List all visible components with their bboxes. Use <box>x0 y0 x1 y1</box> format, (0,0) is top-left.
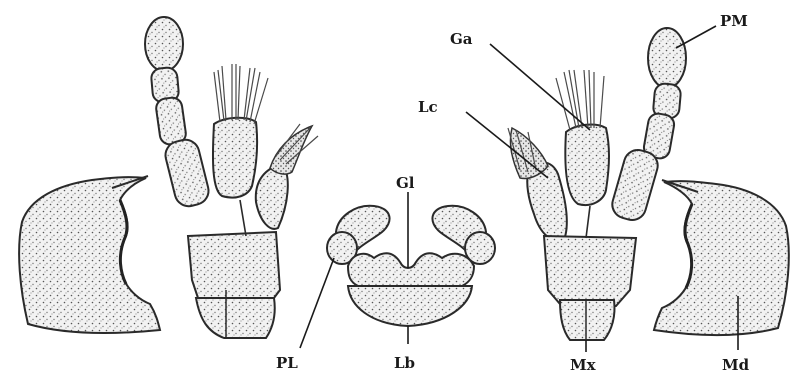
labium <box>327 206 495 326</box>
left-maxilla <box>145 17 318 338</box>
label-mx: Mx <box>570 356 597 374</box>
label-pm: PM <box>720 12 748 30</box>
left-mandible <box>19 176 160 333</box>
label-lb: Lb <box>394 354 415 372</box>
label-md: Md <box>722 356 750 374</box>
label-gl: Gl <box>396 174 415 192</box>
label-lc: Lc <box>418 98 438 116</box>
leader-ga <box>490 44 590 130</box>
label-pl: PL <box>276 354 298 372</box>
leader-pl <box>300 258 334 348</box>
label-ga: Ga <box>450 30 473 48</box>
leader-pm <box>676 26 716 48</box>
right-maxilla <box>508 28 686 340</box>
leader-lc <box>466 112 548 178</box>
right-mandible <box>654 180 789 335</box>
left-galea-setae <box>214 64 268 124</box>
